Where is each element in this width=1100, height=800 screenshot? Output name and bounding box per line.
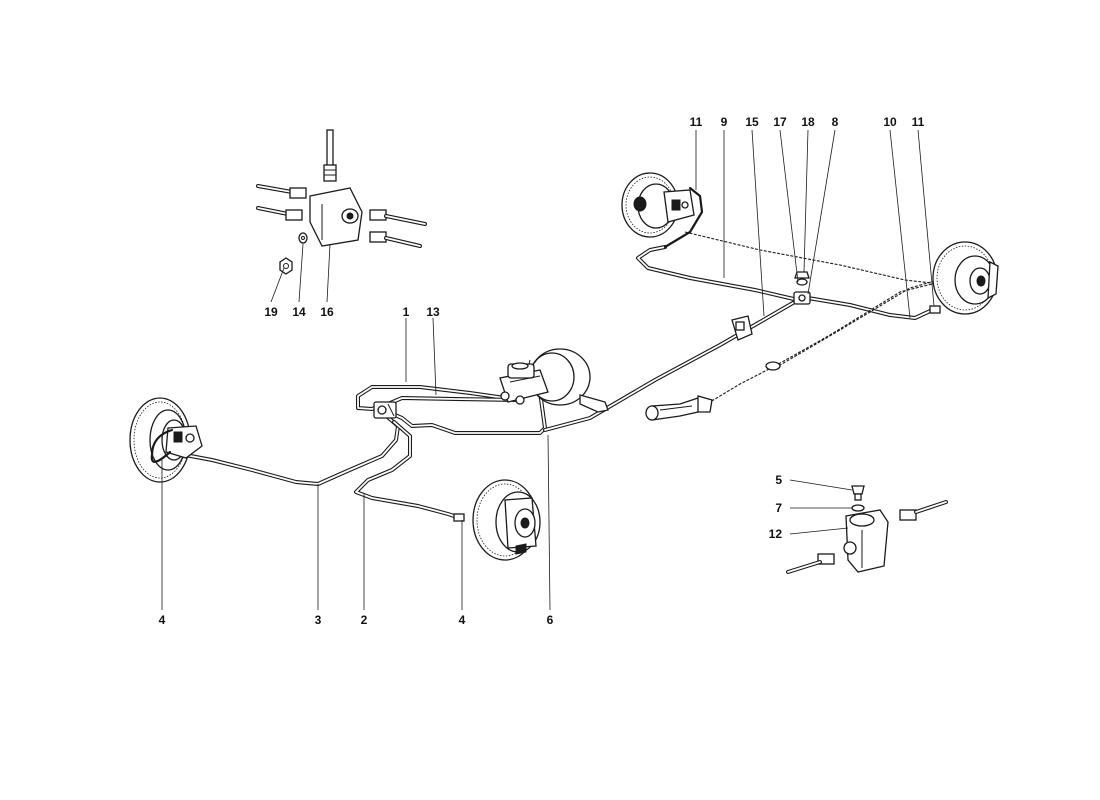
callout-19: 19: [264, 305, 278, 319]
callout-7: 7: [775, 501, 782, 515]
rear-right-brake-disc: [929, 241, 999, 315]
pipe-union-detail-bottom: [786, 485, 948, 574]
rear-right-hose-fitting: [929, 305, 941, 314]
front-right-hose-fitting: [453, 513, 465, 522]
callout-2: 2: [361, 613, 368, 627]
callout-13: 13: [426, 305, 440, 319]
pipe-clamp-15: [731, 315, 753, 341]
front-brake-distributor: [373, 401, 397, 419]
nut-19: [279, 257, 293, 275]
rear-left-brake-disc: [621, 172, 695, 238]
callout-18: 18: [801, 115, 815, 129]
pipe-union-detail-top: [256, 129, 427, 275]
brake-pipe-3: [163, 412, 400, 486]
callout-12: 12: [769, 527, 783, 541]
rear-left-flex-hose: [663, 186, 704, 249]
callout-leader-lines: [161, 129, 935, 611]
rear-brake-distributor: [793, 271, 811, 305]
handbrake-lever: [645, 395, 713, 421]
callout-1: 1: [403, 305, 410, 319]
callout-11-left: 11: [690, 115, 703, 129]
callout-15: 15: [745, 115, 759, 129]
washer-14: [298, 232, 308, 244]
washer-17: [796, 278, 808, 286]
handbrake-cable-long: [699, 281, 941, 409]
brake-servo-master-cylinder: [499, 348, 609, 413]
callout-17: 17: [773, 115, 787, 129]
union-body-16: [309, 187, 363, 247]
callout-6: 6: [547, 613, 554, 627]
callout-8: 8: [832, 115, 839, 129]
callout-4-left: 4: [159, 613, 166, 627]
washer-7: [851, 504, 865, 512]
callout-14: 14: [292, 305, 306, 319]
callout-labels: 1 13 19 14 16 11 9 15 17 18 8 10 11 4 3 …: [159, 115, 925, 627]
callout-10: 10: [883, 115, 897, 129]
callout-5: 5: [775, 473, 782, 487]
handbrake-cables: [684, 231, 941, 409]
callout-9: 9: [721, 115, 728, 129]
handbrake-equalizer: [765, 361, 781, 371]
handbrake-cable-upper: [684, 231, 941, 285]
bolt-5: [851, 485, 865, 495]
callout-3: 3: [315, 613, 322, 627]
bolt-18: [794, 271, 810, 279]
callout-11-right: 11: [912, 115, 925, 129]
callout-16: 16: [320, 305, 334, 319]
front-right-brake-disc: [453, 479, 541, 561]
front-left-brake-disc: [129, 397, 203, 483]
brake-pipe-9: [636, 245, 800, 302]
callout-4-right: 4: [459, 613, 466, 627]
handbrake-cable-short: [774, 279, 939, 369]
brake-pipe-network: [163, 186, 938, 520]
